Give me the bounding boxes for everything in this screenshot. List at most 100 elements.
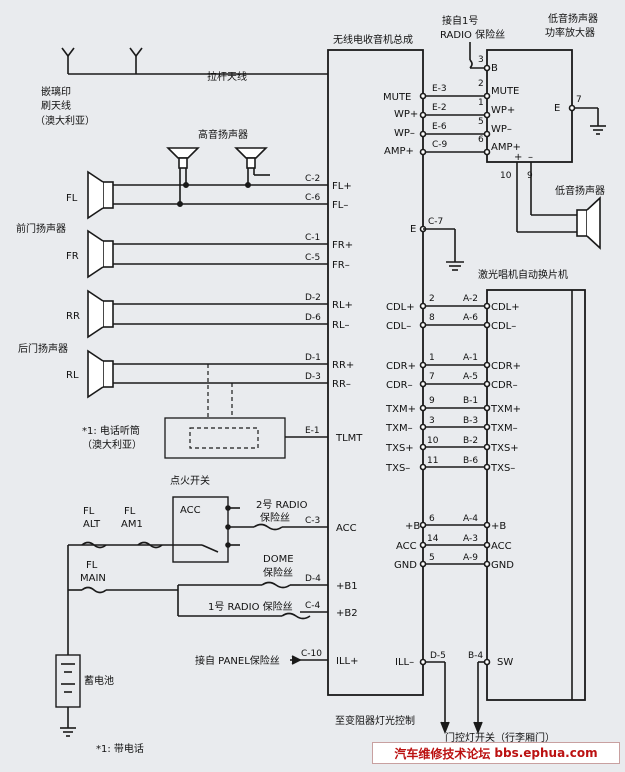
cd-signals: CDL+ CDL– CDR+ CDR– TXM+ TXM– TXS+ TXS– … [463, 294, 521, 668]
sig-mute: MUTE [383, 92, 411, 103]
phone-mute-wires [189, 364, 259, 449]
pin-d1: D-1 [305, 353, 321, 363]
sig-acc2: ACC [396, 541, 417, 552]
pin-c10: C-10 [301, 649, 322, 659]
forum-watermark-banner: 汽车维修技术论坛 bbs.ephua.com [372, 742, 620, 764]
radio-cd-dots [419, 302, 491, 666]
amp-pin-10: 10 [500, 171, 512, 181]
cd-pin-b3: B-3 [463, 416, 478, 426]
amp-pin-2: 2 [478, 79, 484, 89]
cd-sig-txs-plus: TXS+ [490, 443, 519, 454]
ignition-switch-label: 点火开关 [170, 474, 210, 487]
ignition-wiring [180, 505, 300, 553]
phone-handset-box [164, 417, 286, 459]
amp-sig-minus: – [528, 152, 533, 163]
radio1-fuse-label: 1号 RADIO 保险丝 [208, 600, 293, 613]
radio2-fuse-label-2: 保险丝 [260, 511, 290, 524]
antenna-wiring [61, 47, 328, 75]
sig-fl-plus: FL+ [332, 181, 352, 192]
fl-main-label-1: FL [86, 560, 98, 571]
pin-c3: C-3 [305, 516, 320, 526]
fl-main-label-2: MAIN [80, 573, 106, 584]
amp-pin-9: 9 [527, 171, 533, 181]
pin-e1: E-1 [305, 426, 320, 436]
phone-handset-label-2: （澳大利亚） [82, 438, 142, 451]
cd-pin-a4: A-4 [463, 514, 478, 524]
sig-b-plus: +B [405, 521, 420, 532]
wire-num-9: 9 [429, 396, 435, 406]
sig-rl-minus: RL– [332, 320, 350, 331]
cd-pin-a9: A-9 [463, 553, 478, 563]
pin-e6: E-6 [432, 122, 447, 132]
amp-sig-plus: + [514, 152, 522, 163]
sig-ill-plus: ILL+ [336, 656, 358, 667]
wire-num-8: 8 [429, 313, 435, 323]
tweeter-label: 高音扬声器 [198, 128, 248, 141]
pin-d2: D-2 [305, 293, 321, 303]
dome-fuse-label-1: DOME [263, 554, 294, 565]
cd-pin-a1: A-1 [463, 353, 478, 363]
cd-pin-b6: B-6 [463, 456, 478, 466]
pin-d3: D-3 [305, 372, 321, 382]
rod-antenna-label: 拉杆天线 [207, 70, 247, 83]
panel-fuse-label: 接自 PANEL保险丝 [195, 654, 280, 667]
amp-sig-wp-plus: WP+ [491, 105, 515, 116]
subwoofer-amp-label-1: 低音扬声器 [548, 12, 598, 25]
with-phone-label: *1: 带电话 [96, 742, 144, 755]
cd-pin-b1: B-1 [463, 396, 478, 406]
fl-am1-label-2: AM1 [121, 519, 143, 530]
sig-wp-minus: WP– [394, 128, 415, 139]
cd-sig-gnd: GND [491, 560, 514, 571]
front-door-speaker-label: 前门扬声器 [16, 222, 66, 235]
sig-txs-minus: TXS– [385, 463, 410, 474]
amp-pin-6: 6 [478, 135, 484, 145]
sig-b2: +B2 [336, 608, 358, 619]
pin-e3: E-3 [432, 84, 447, 94]
speaker-fl-label: FL [66, 193, 78, 204]
amp-sig-wp-minus: WP– [491, 124, 512, 135]
wire-num-6: 6 [429, 514, 435, 524]
sig-rr-plus: RR+ [332, 360, 354, 371]
sig-txm-minus: TXM– [385, 423, 413, 434]
sig-acc: ACC [336, 523, 357, 534]
subwoofer-speaker-icon [576, 196, 601, 250]
pin-c6: C-6 [305, 193, 321, 203]
sig-tlmt: TLMT [335, 433, 363, 444]
wire-num-2: 2 [429, 294, 435, 304]
speaker-fr-label: FR [66, 251, 79, 262]
cd-pin-b2: B-2 [463, 436, 478, 446]
cd-changer-label: 激光唱机自动换片机 [478, 268, 568, 281]
speaker-rr-label: RR [66, 311, 80, 322]
sig-txs-plus: TXS+ [385, 443, 414, 454]
rear-door-speaker-label: 后门扬声器 [18, 342, 68, 355]
pin-d6: D-6 [305, 313, 321, 323]
tweeter-icons [166, 147, 270, 204]
cd-sig-sw: SW [497, 657, 513, 668]
radio-unit-box [327, 49, 424, 696]
radio-amp-wires [423, 42, 606, 233]
radio1-fuse-from-label-2: RADIO 保险丝 [440, 28, 505, 41]
amp-sig-amp-plus: AMP+ [491, 142, 521, 153]
battery-icon [60, 663, 76, 737]
sig-rr-minus: RR– [332, 379, 351, 390]
sig-txm-plus: TXM+ [385, 404, 416, 415]
cd-sig-cdl-plus: CDL+ [491, 302, 520, 313]
wire-num-11: 11 [427, 456, 438, 466]
radio1-fuse-from-label-1: 接自1号 [442, 14, 478, 27]
radio2-fuse-label-1: 2号 RADIO [256, 499, 308, 511]
acc-label: ACC [180, 505, 201, 516]
cd-sig-cdl-minus: CDL– [491, 321, 516, 332]
pin-c9: C-9 [432, 140, 448, 150]
sig-gnd: GND [394, 560, 417, 571]
forum-url: bbs.ephua.com [494, 746, 598, 760]
radio-right-signals: MUTE WP+ WP– AMP+ E CDL+ CDL– CDR+ CDR– … [383, 92, 420, 668]
wire-num-3: 3 [429, 416, 435, 426]
wire-num-1: 1 [429, 353, 435, 363]
sig-cdl-minus: CDL– [386, 321, 411, 332]
amp-sig-e: E [554, 103, 560, 114]
sig-fl-minus: FL– [332, 200, 348, 211]
pin-d5: D-5 [430, 651, 446, 661]
amp-pin-1: 1 [478, 98, 484, 108]
